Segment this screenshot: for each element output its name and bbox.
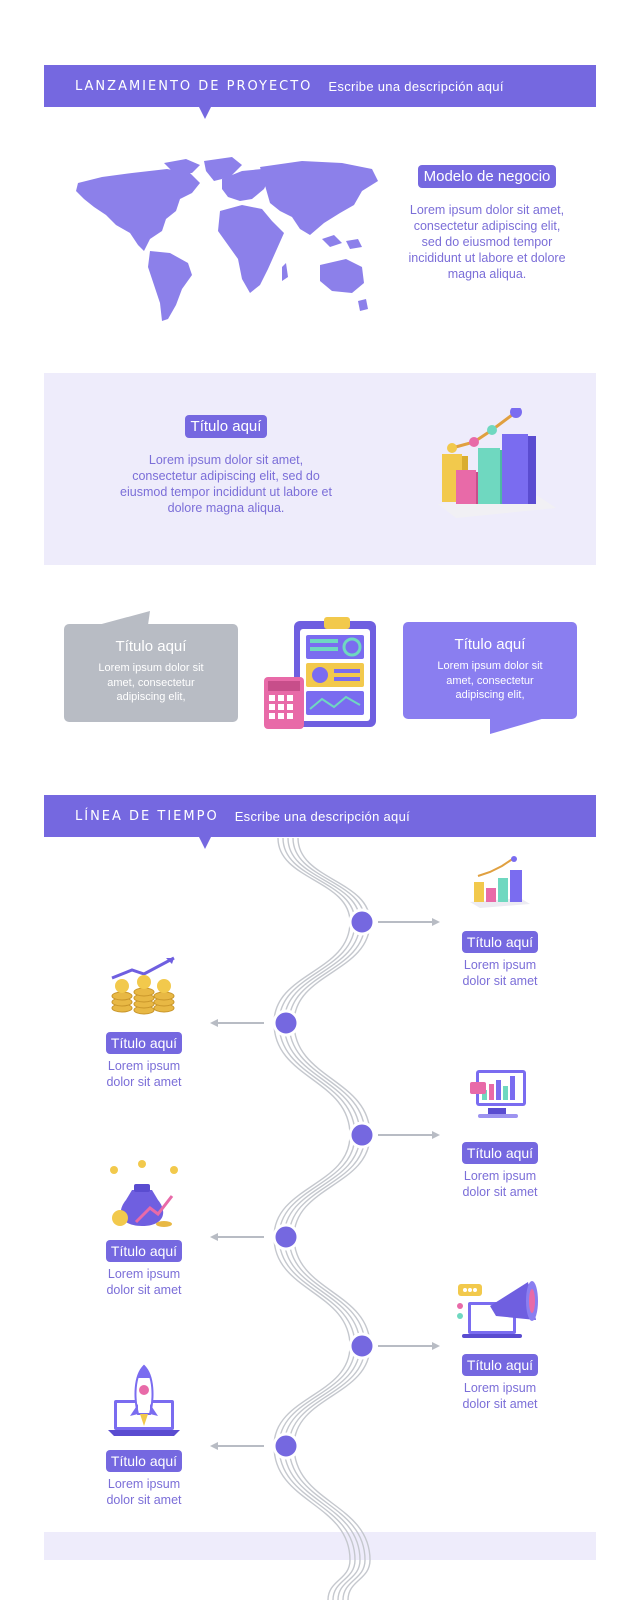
bubble-left-text: Lorem ipsum dolor sit amet, consectetur … <box>98 662 204 703</box>
timeline-item-6: Título aquí Lorem ipsum dolor sit amet <box>84 1450 204 1508</box>
timeline-wave-line <box>278 837 356 1600</box>
timeline-item-3: Título aquí Lorem ipsum dolor sit amet <box>440 1142 560 1200</box>
bubble-right-pointer <box>490 716 552 734</box>
clipboard-calculator-icon <box>264 617 376 729</box>
timeline-item-3-text: Lorem ipsum dolor sit amet <box>462 1169 538 1199</box>
timeline-banner-pointer <box>199 837 211 849</box>
bubble-left: Título aquí Lorem ipsum dolor sit amet, … <box>64 624 238 722</box>
timeline-banner-description: Escribe una descripción aquí <box>234 808 411 824</box>
bubble-right: Título aquí Lorem ipsum dolor sit amet, … <box>403 622 577 719</box>
banner-pointer <box>199 107 211 119</box>
feature-title: Título aquí <box>184 415 268 438</box>
timeline-item-5-title: Título aquí <box>461 1354 539 1376</box>
banner-description: Escribe una descripción aquí <box>328 78 504 94</box>
bubble-right-title: Título aquí <box>454 636 526 653</box>
timeline-item-6-title: Título aquí <box>105 1450 183 1472</box>
timeline-item-1-title: Título aquí <box>461 931 539 953</box>
world-map-icon <box>76 157 378 321</box>
business-model-text: Lorem ipsum dolor sit amet, consectetur … <box>408 203 566 281</box>
timeline-wave-line <box>283 837 361 1600</box>
timeline-wave-line <box>288 837 366 1600</box>
bar-chart-3d-icon <box>438 408 556 518</box>
feature-text-block: Título aquí Lorem ipsum dolor sit amet, … <box>118 415 334 516</box>
timeline-item-2-text: Lorem ipsum dolor sit amet <box>106 1059 182 1089</box>
timeline-wave-line <box>273 837 351 1600</box>
timeline-item-4: Título aquí Lorem ipsum dolor sit amet <box>84 1240 204 1298</box>
bubble-left-pointer <box>98 611 150 625</box>
timeline-item-1-text: Lorem ipsum dolor sit amet <box>462 958 538 988</box>
timeline-banner-title: LÍNEA DE TIEMPO <box>75 808 219 824</box>
timeline-item-3-title: Título aquí <box>461 1142 539 1164</box>
timeline-item-4-title: Título aquí <box>105 1240 183 1262</box>
timeline-item-6-text: Lorem ipsum dolor sit amet <box>106 1477 182 1507</box>
rocket-laptop-icon <box>108 1364 180 1436</box>
timeline-wave-line <box>293 837 371 1600</box>
timeline-item-5: Título aquí Lorem ipsum dolor sit amet <box>440 1354 560 1412</box>
money-bag-icon <box>110 1160 178 1227</box>
bubble-left-title: Título aquí <box>115 638 187 655</box>
timeline-banner: LÍNEA DE TIEMPO Escribe una descripción … <box>44 795 596 849</box>
timeline-item-4-text: Lorem ipsum dolor sit amet <box>106 1267 182 1297</box>
coins-growth-icon <box>111 956 175 1015</box>
banner-title: LANZAMIENTO DE PROYECTO <box>75 78 313 94</box>
bar-chart-icon <box>470 856 530 908</box>
timeline-item-5-text: Lorem ipsum dolor sit amet <box>462 1381 538 1411</box>
footer-panel <box>44 1532 596 1560</box>
monitor-chart-icon <box>470 1070 526 1118</box>
timeline-item-2-title: Título aquí <box>105 1032 183 1054</box>
timeline-item-1: Título aquí Lorem ipsum dolor sit amet <box>440 931 560 989</box>
business-model-title: Modelo de negocio <box>417 165 557 188</box>
project-launch-banner: LANZAMIENTO DE PROYECTO Escribe una desc… <box>44 65 596 119</box>
bubble-right-text: Lorem ipsum dolor sit amet, consectetur … <box>437 660 543 701</box>
megaphone-icon <box>457 1281 538 1338</box>
business-model-block: Modelo de negocio Lorem ipsum dolor sit … <box>404 165 570 282</box>
feature-text: Lorem ipsum dolor sit amet, consectetur … <box>120 453 332 515</box>
timeline-item-2: Título aquí Lorem ipsum dolor sit amet <box>84 1032 204 1090</box>
